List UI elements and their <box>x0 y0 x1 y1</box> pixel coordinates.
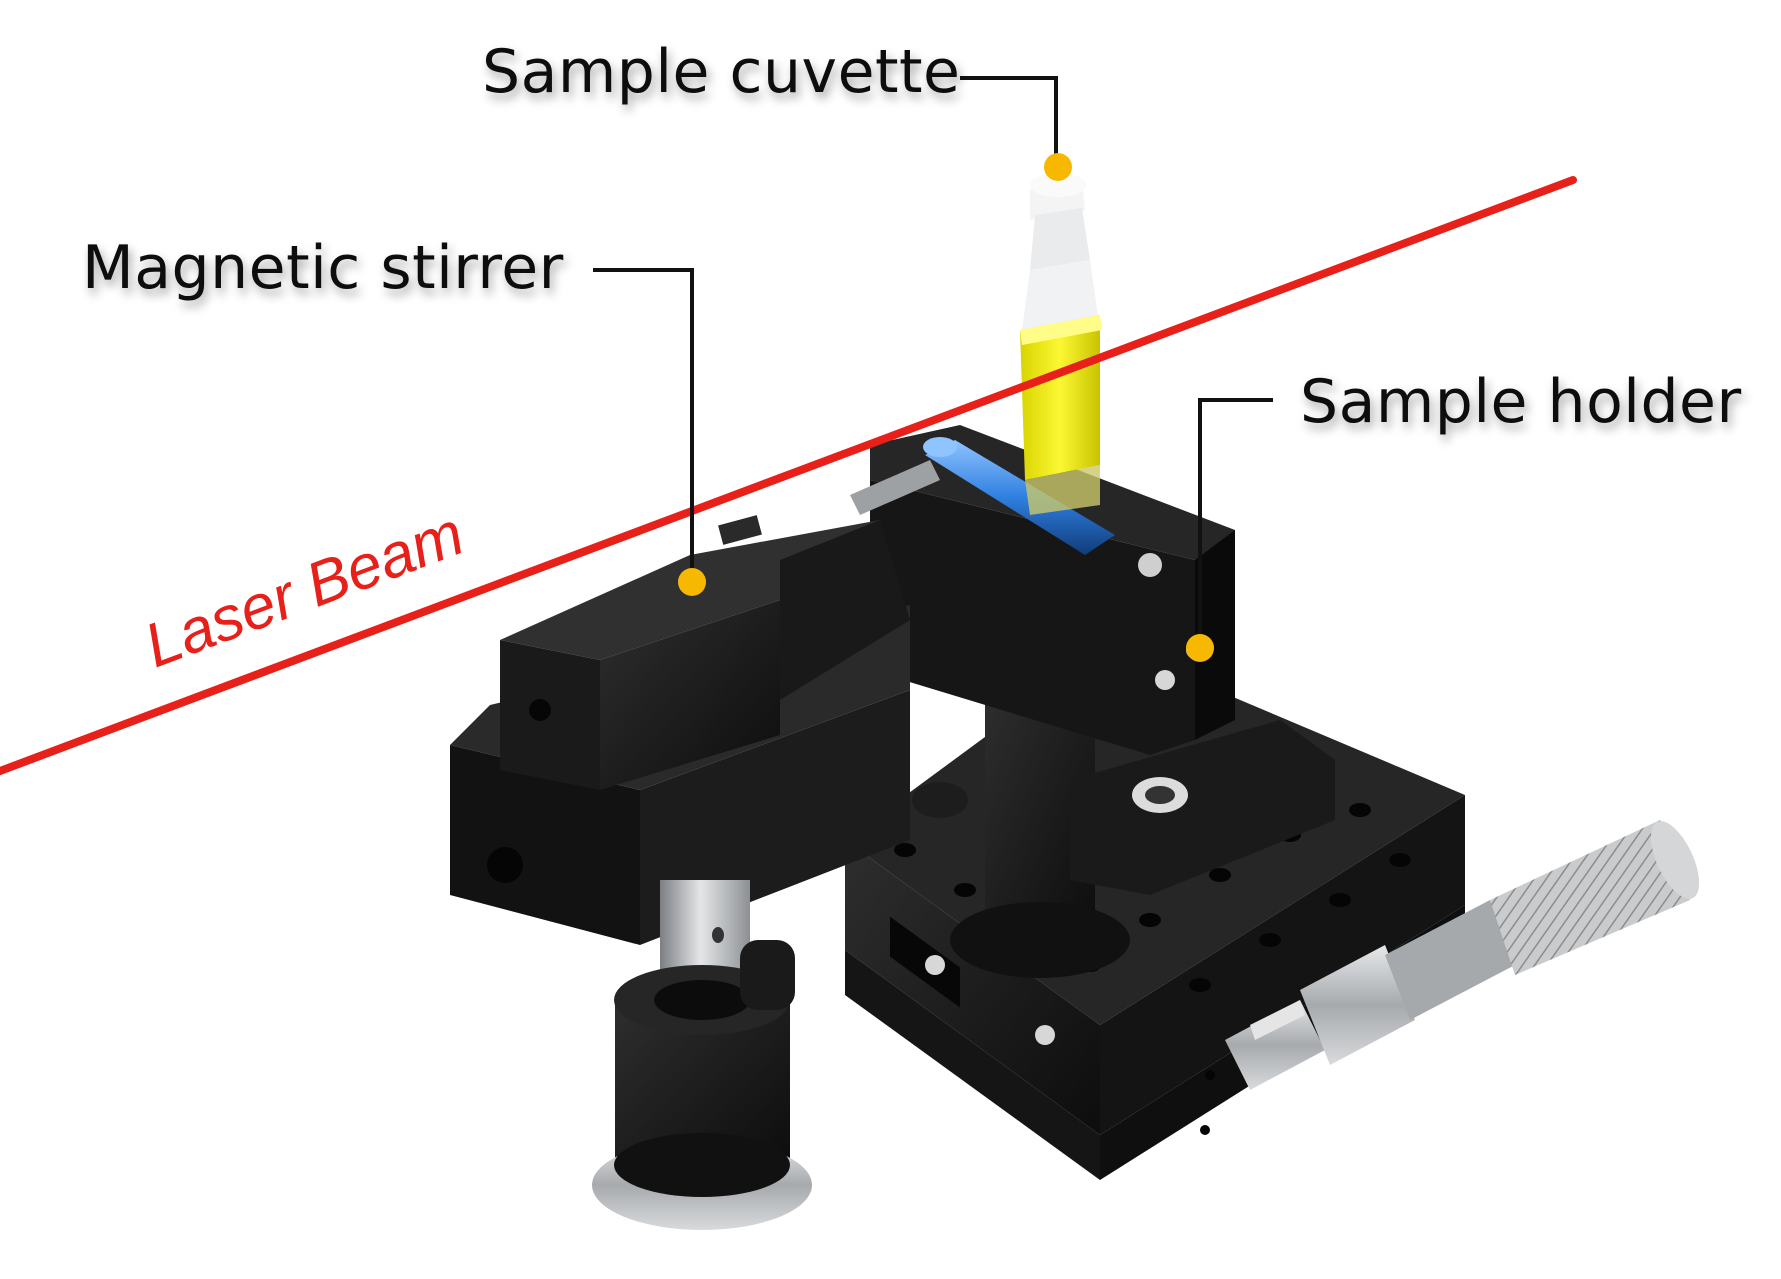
label-sample-holder: Sample holder <box>1300 367 1742 437</box>
marker-dots <box>678 153 1214 662</box>
leader-line-icon <box>1198 398 1273 645</box>
mounting-post <box>592 880 812 1230</box>
leader-line-icon <box>593 268 694 580</box>
laser-beam-line <box>0 176 1577 775</box>
marker-dot-icon <box>1186 634 1214 662</box>
leader-lines <box>593 76 1273 645</box>
label-sample-cuvette: Sample cuvette <box>482 37 960 107</box>
cuvette <box>1020 173 1102 515</box>
label-magnetic-stirrer: Magnetic stirrer <box>82 233 564 303</box>
micrometer <box>1225 820 1700 1090</box>
marker-dot-icon <box>1044 153 1072 181</box>
leader-line-icon <box>960 76 1058 167</box>
marker-dot-icon <box>678 568 706 596</box>
stir-bar <box>923 437 1115 555</box>
